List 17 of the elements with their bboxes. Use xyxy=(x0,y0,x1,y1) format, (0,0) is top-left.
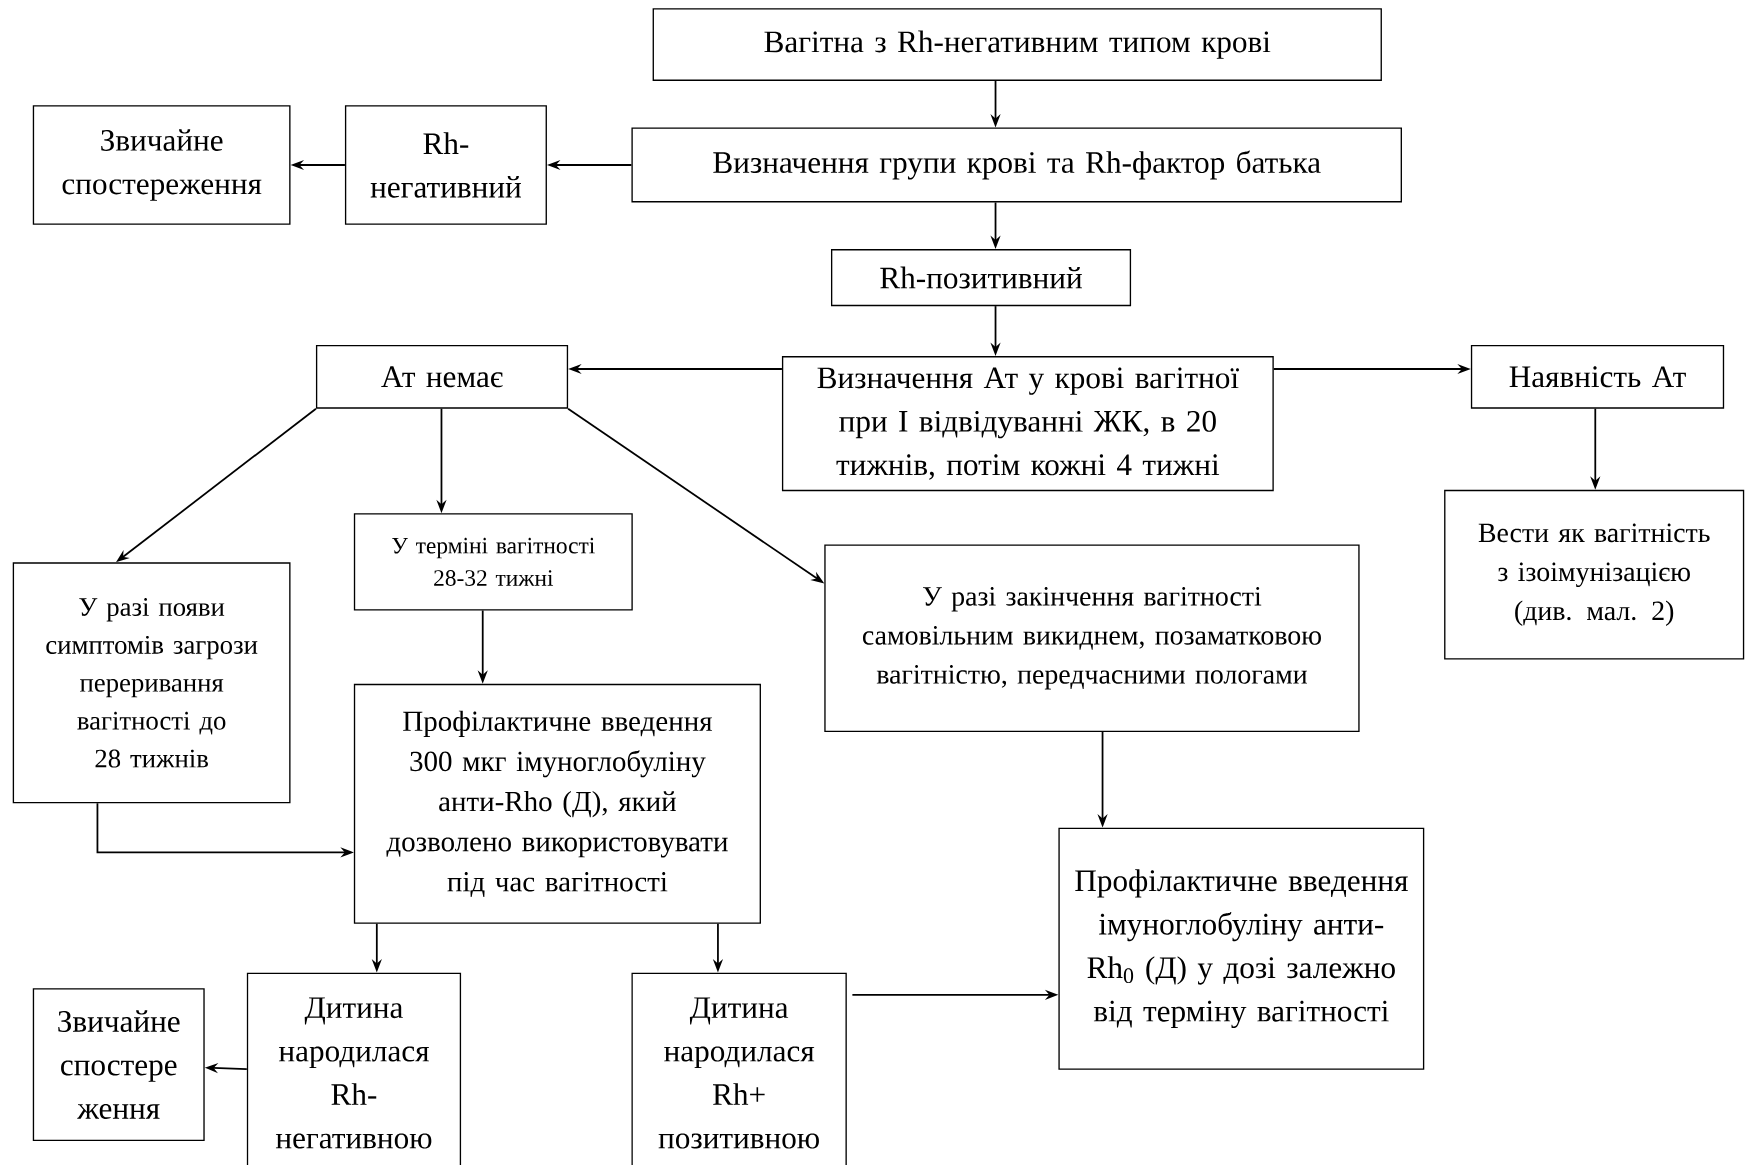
process-box: Профілактичне введення імуноглобуліну анти-Rh$_{0}$ (Д) у дозі залежно від терміну вагітності xyxy=(1058,827,1425,1070)
process-box: Дитина народилася Rh+ позитивною xyxy=(631,972,847,1165)
process-box: Дитина народилася Rh- негативною xyxy=(246,972,462,1165)
process-box: Rh-позитивний xyxy=(831,249,1132,307)
process-box: Вести як вагітність з ізоімунізацією (див. мал. 2) xyxy=(1444,489,1745,660)
process-box: У разі появи симптомів загрози переривання вагітності до 28 тижнів xyxy=(12,562,291,804)
process-box: Визначення Ат у крові вагітної при І відвідуванні ЖК, в 20 тижнів, потім кожні 4 тижні xyxy=(781,356,1274,492)
process-box: У разі закінчення вагітності самовільним викиднем, позаматковою вагітністю, передчасними пологами xyxy=(824,544,1360,732)
process-box: Звичайне спостере ження xyxy=(32,988,205,1142)
process-box: Визначення групи крові та Rh-фактор батька xyxy=(631,127,1402,203)
process-box: Вагітна з Rh-негативним типом крові xyxy=(652,8,1382,81)
process-box: Звичайне спостереження xyxy=(32,105,291,225)
process-box: Наявність Ат xyxy=(1470,344,1725,409)
process-box: Rh-негативний xyxy=(344,105,547,225)
process-box: Ат немає xyxy=(315,344,569,409)
process-box: Профілактичне введення 300 мкг імуноглобуліну анти-Rho (Д), який дозволено використовувати під час вагітності xyxy=(353,683,761,924)
process-box: У терміні вагітності 28-32 тижні xyxy=(353,513,633,611)
